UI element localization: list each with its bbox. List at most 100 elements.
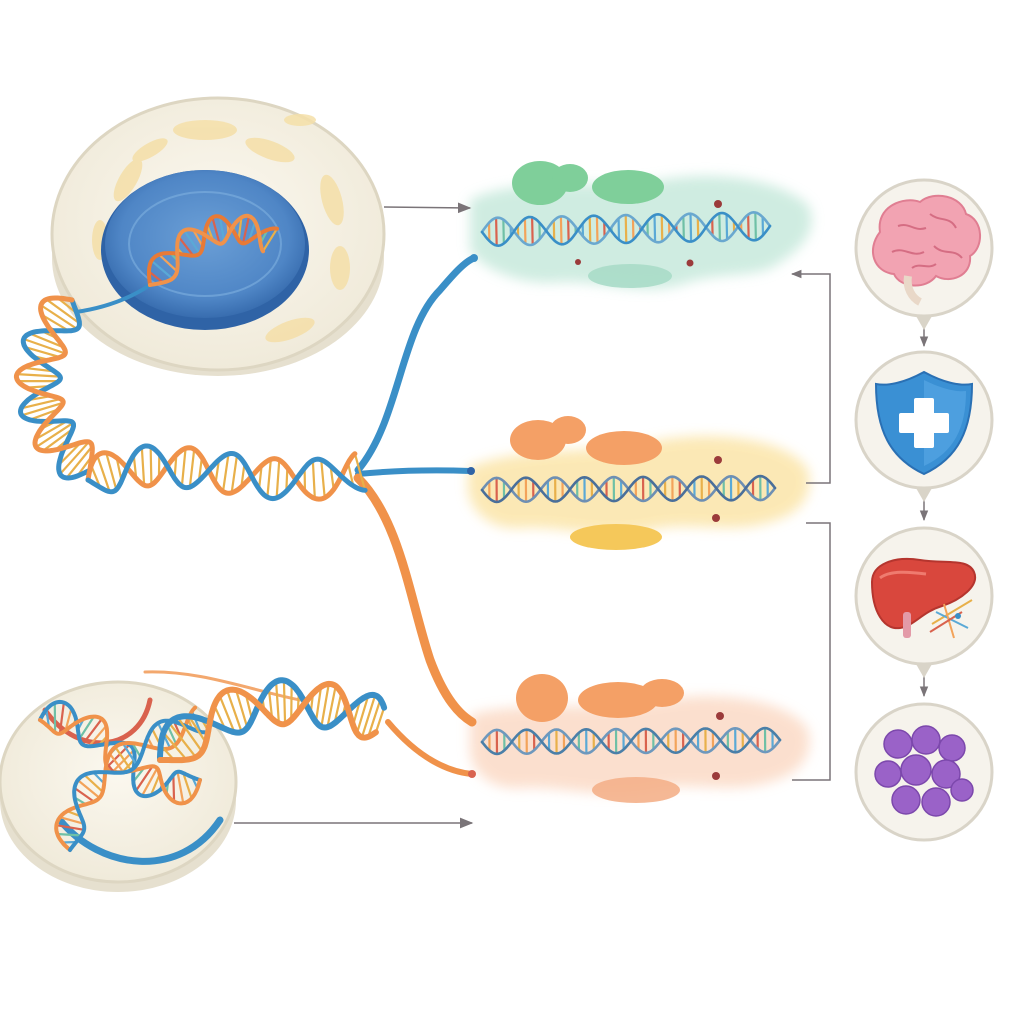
arrows	[234, 202, 929, 829]
base-pair	[58, 701, 65, 735]
base-pair	[624, 213, 628, 245]
outcome-liver	[854, 526, 994, 678]
base-pair	[718, 212, 721, 242]
base-pair	[172, 773, 176, 803]
nucleus-dna	[147, 213, 279, 287]
base-pair	[374, 706, 386, 734]
base-pair	[237, 216, 243, 242]
proteins-bottom	[516, 674, 684, 803]
lane-bottom-dna	[480, 726, 782, 756]
dna-backbone	[85, 443, 368, 502]
stem-end-dot	[467, 467, 475, 475]
base-pair	[275, 458, 281, 499]
base-pair	[192, 228, 204, 248]
base-pair	[45, 298, 81, 325]
base-pair	[588, 215, 592, 244]
dna-backbone	[38, 714, 202, 806]
base-pair	[326, 684, 337, 729]
dna-backbone	[157, 680, 379, 764]
shield-cross-icon	[874, 370, 974, 476]
base-pair	[282, 679, 287, 725]
base-pair	[76, 779, 101, 799]
left-coil-dna	[13, 295, 95, 481]
base-pair	[57, 441, 82, 466]
base-pair	[320, 682, 330, 728]
protein-blob	[592, 777, 680, 803]
base-pair	[183, 229, 201, 255]
proteins-top	[512, 161, 672, 288]
stem-end-dot	[470, 254, 478, 262]
feedback-connector-top	[790, 269, 831, 484]
tangled-dna-loop	[56, 816, 224, 865]
dna-backbone	[38, 699, 202, 799]
dna-backbone	[480, 726, 782, 756]
protein-blob	[586, 431, 662, 465]
base-pair	[108, 752, 125, 774]
base-pair	[660, 214, 664, 243]
base-pair	[355, 694, 370, 735]
lane-bottom-wash	[470, 696, 810, 794]
base-pair	[83, 773, 104, 793]
stem-to-middle-lane	[355, 467, 473, 477]
stem-end-dot	[468, 770, 476, 778]
stem-to-bottom-lane-lower	[385, 719, 475, 777]
base-pair	[58, 816, 85, 825]
base-pair	[134, 765, 154, 792]
protein-blob	[550, 416, 586, 444]
outcome-brain	[854, 178, 994, 330]
protein-blob	[640, 679, 684, 707]
base-pair	[121, 742, 138, 767]
base-pair	[653, 213, 657, 243]
molecule-dots	[575, 200, 724, 780]
lane-middle	[468, 436, 810, 534]
cell-cluster-icon	[874, 725, 974, 817]
base-pair	[176, 716, 204, 753]
base-pair	[172, 720, 182, 739]
dna-backbone	[480, 474, 777, 504]
base-pair	[211, 216, 221, 245]
base-pair	[226, 689, 243, 734]
base-pair	[56, 832, 83, 837]
base-pair	[87, 724, 108, 748]
base-pair	[15, 373, 62, 378]
base-pair	[65, 445, 94, 480]
base-pair	[114, 745, 133, 772]
base-pair	[180, 447, 187, 488]
base-pair	[149, 445, 153, 486]
lane-middle-wash	[468, 436, 810, 534]
base-pair	[311, 459, 316, 500]
unwinding-dna-strand	[143, 670, 302, 702]
protein-blob	[588, 264, 672, 288]
base-pair	[754, 211, 757, 242]
protein-blob	[570, 524, 662, 550]
dna-backbone	[480, 211, 772, 248]
dna-backbone	[147, 214, 279, 287]
brain-icon	[871, 194, 981, 306]
stem-to-bottom-lane	[353, 473, 477, 727]
base-pair	[23, 345, 62, 359]
base-pair	[188, 448, 196, 489]
base-pair	[495, 216, 498, 247]
base-pair	[531, 216, 534, 246]
base-pair	[150, 259, 174, 280]
base-pair	[39, 304, 79, 331]
lane-top-dna	[480, 210, 772, 248]
base-pair	[147, 270, 165, 284]
base-pair	[149, 773, 161, 797]
dna-strands	[42, 254, 478, 865]
base-pair	[353, 452, 367, 492]
base-pair	[187, 715, 207, 744]
base-pair	[360, 694, 377, 739]
base-pair	[157, 253, 179, 273]
protein-blob	[592, 170, 664, 204]
protein-blob	[578, 682, 658, 718]
dna-backbone	[148, 213, 265, 287]
base-pair	[42, 427, 74, 452]
feedback-connector-bottom	[792, 522, 831, 781]
base-pair	[267, 686, 274, 720]
base-pair	[333, 691, 343, 725]
base-pair	[218, 694, 236, 734]
base-pair	[346, 461, 355, 487]
outcome-immunity	[854, 350, 994, 502]
